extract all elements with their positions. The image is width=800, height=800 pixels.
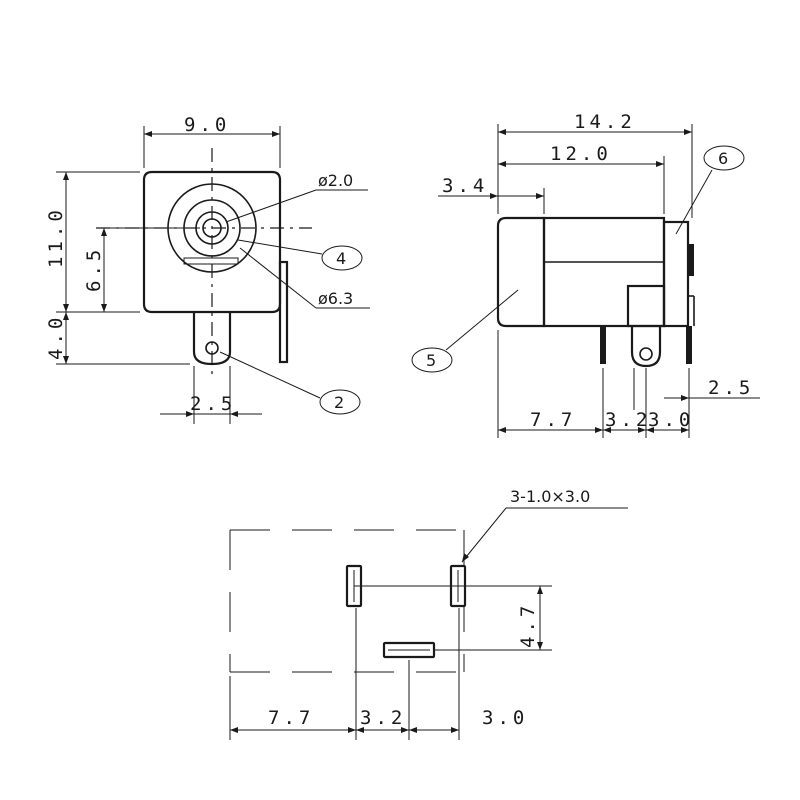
side-pin-right bbox=[686, 326, 692, 364]
callout-6-circle bbox=[703, 145, 745, 171]
dim-pin-offset: 2.5 bbox=[190, 393, 236, 415]
label-hole-small: ø2.0 bbox=[318, 171, 353, 190]
callout-5-circle bbox=[411, 347, 453, 373]
pad-spec: 3-1.0×3.0 bbox=[510, 487, 590, 506]
dim-width: 9.0 bbox=[184, 114, 230, 136]
side-blade bbox=[278, 260, 289, 364]
dim-side-pin-c: 3.0 bbox=[648, 409, 694, 431]
side-pin-left bbox=[600, 326, 606, 364]
side-pin-middle bbox=[630, 326, 662, 368]
footprint-view: 3-1.0×3.0 4.7 7.7 3.2 3.0 bbox=[229, 487, 628, 740]
dim-footprint-a: 7.7 bbox=[268, 707, 314, 729]
side-rear-cap bbox=[662, 220, 690, 328]
dim-height: 11.0 bbox=[45, 206, 67, 268]
dim-body-length: 12.0 bbox=[550, 143, 612, 165]
footprint-outline bbox=[229, 529, 465, 673]
label-hole-large: ø6.3 bbox=[318, 289, 353, 308]
dim-center-height: 6.5 bbox=[83, 246, 105, 292]
side-view: 14.2 12.0 3.4 6 5 7.7 3.2 3.0 2.5 bbox=[411, 111, 760, 438]
callout-5: 5 bbox=[426, 351, 436, 370]
dim-side-pin-a: 7.7 bbox=[530, 409, 576, 431]
dim-pin-height: 4.0 bbox=[45, 314, 67, 360]
side-bottom-block bbox=[626, 284, 666, 328]
callout-2: 2 bbox=[334, 393, 344, 412]
side-main-body bbox=[542, 216, 666, 328]
dim-total-length: 14.2 bbox=[574, 111, 636, 133]
dim-pad-spacing: 4.7 bbox=[517, 602, 539, 648]
callout-2-circle bbox=[319, 389, 361, 415]
callout-6: 6 bbox=[718, 149, 728, 168]
front-body-outline bbox=[142, 170, 282, 314]
dim-tab: 2.5 bbox=[708, 377, 754, 399]
pin-hole bbox=[205, 341, 219, 355]
callout-4: 4 bbox=[336, 249, 346, 268]
key-slot bbox=[183, 257, 239, 265]
dim-footprint-c: 3.0 bbox=[482, 707, 528, 729]
callout-4-circle bbox=[321, 245, 363, 271]
dim-footprint-b: 3.2 bbox=[360, 707, 406, 729]
side-rear-contact bbox=[688, 244, 694, 276]
dim-front-depth: 3.4 bbox=[442, 175, 488, 197]
side-front-collar bbox=[496, 216, 546, 328]
front-view: 9.0 11.0 6.5 4.0 2.5 ø2.0 4 ø6 bbox=[45, 114, 370, 424]
dim-side-pin-b: 3.2 bbox=[605, 409, 651, 431]
